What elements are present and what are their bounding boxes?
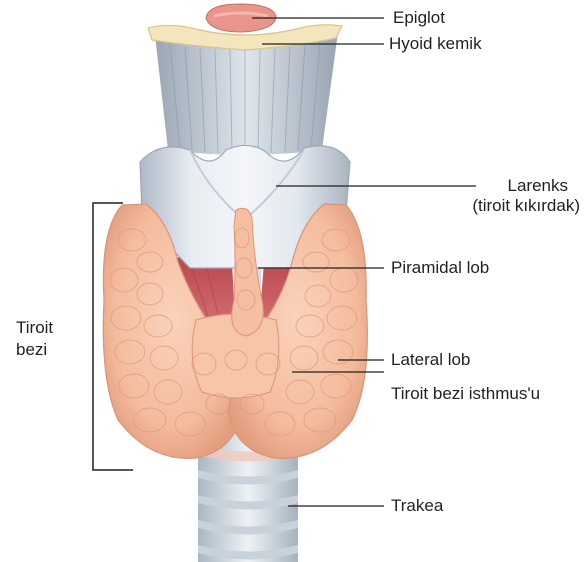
label-larynx: Larenks (tiroit kıkırdak) [440, 176, 580, 216]
label-pyramidal-lobe: Piramidal lob [391, 258, 489, 278]
label-larynx-line1: Larenks [440, 176, 580, 196]
label-larynx-line2: (tiroit kıkırdak) [440, 196, 580, 216]
label-trachea: Trakea [391, 496, 443, 516]
label-hyoid-bone: Hyoid kemik [389, 34, 482, 54]
label-thyroid-gland: Tiroit bezi [16, 317, 53, 361]
label-thyroid-line1: Tiroit [16, 317, 53, 339]
label-epiglottis: Epiglot [393, 8, 445, 28]
label-thyroid-line2: bezi [16, 339, 53, 361]
thyroid-gland [103, 204, 367, 458]
label-lateral-lobe: Lateral lob [391, 350, 470, 370]
label-isthmus: Tiroit bezi isthmus'u [391, 384, 540, 404]
